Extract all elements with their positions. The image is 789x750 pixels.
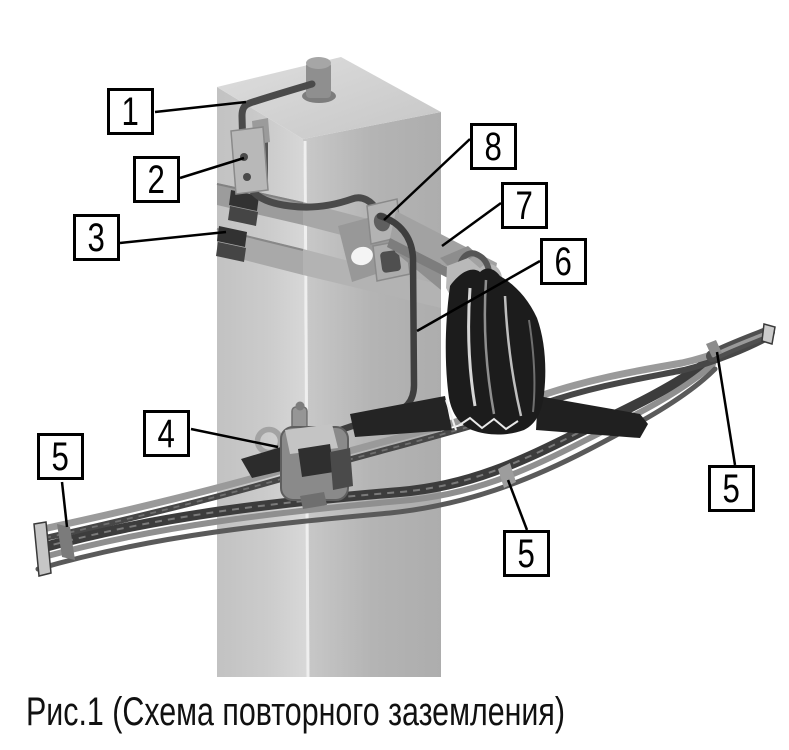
callout-1: 1 (107, 88, 154, 135)
clamp-side-block (330, 448, 353, 490)
leader-4 (190, 427, 279, 449)
leader-5-right (715, 351, 737, 466)
callout-6-label: 6 (554, 239, 573, 284)
clamp-bottom-nub (300, 492, 327, 509)
cable-strand (35, 366, 718, 572)
clamp-right-jaw (536, 396, 648, 438)
clamp-highlight (503, 295, 523, 417)
piercing-clamp (241, 401, 353, 509)
callout-4-label: 4 (157, 411, 176, 456)
callout-1-label: 1 (121, 89, 140, 134)
stud-cap (306, 57, 331, 69)
band-lower-right (303, 249, 441, 308)
clamp-left-jaw (350, 396, 452, 437)
callout-5-right: 5 (708, 465, 755, 512)
callout-2: 2 (133, 156, 180, 203)
callout-4: 4 (143, 410, 190, 457)
callout-3-label: 3 (87, 215, 106, 260)
buckle (229, 190, 259, 211)
cable-tie-left (57, 524, 75, 560)
callout-6: 6 (540, 238, 587, 285)
plate-bolt (243, 173, 251, 181)
callout-7: 7 (501, 182, 548, 229)
plate-body (230, 126, 269, 195)
callout-7-label: 7 (515, 183, 534, 228)
clamp-body (445, 268, 546, 435)
leader-2 (179, 156, 245, 180)
cable-twist-texture (40, 431, 581, 549)
figure-caption: Рис.1 (Схема повторного заземления) (26, 690, 565, 734)
bracket-hole (351, 246, 373, 266)
cable-cut-end-left (33, 521, 52, 577)
callout-5-left-label: 5 (51, 434, 70, 479)
leader-6 (416, 259, 541, 333)
clamp-gap-glint (445, 399, 457, 431)
cable-strand (37, 361, 716, 561)
wire-clamp-plate (230, 118, 270, 195)
cable-cut-end-right (761, 323, 776, 345)
leader-5-middle (506, 479, 529, 531)
callout-3: 3 (73, 214, 120, 261)
clamp-stub-tip (295, 401, 305, 411)
callout-8-label: 8 (484, 124, 503, 169)
callout-5-middle-label: 5 (517, 531, 536, 576)
clamp-bottom-glint (457, 416, 519, 431)
clamp-bolt-lower (380, 250, 401, 273)
leader-8 (383, 138, 471, 221)
buckle (228, 206, 258, 226)
callout-2-label: 2 (147, 157, 166, 202)
pole-top-stud (302, 57, 336, 103)
clamp-ribs (298, 444, 334, 477)
callout-5-middle: 5 (503, 530, 550, 577)
leader-lines (60, 100, 737, 531)
clamp-spike (241, 447, 286, 478)
leader-5-left (60, 481, 69, 528)
pole-right-face (303, 112, 441, 677)
clamp-highlight (528, 319, 536, 413)
leader-3 (119, 230, 227, 245)
anchor-clamp (350, 246, 648, 438)
clamp-highlight (483, 279, 496, 415)
callout-8: 8 (470, 123, 517, 170)
cable-tie-middle (498, 463, 516, 488)
leader-1 (154, 100, 247, 114)
buckle (216, 242, 246, 262)
leader-7 (441, 201, 502, 248)
stud-body (306, 62, 331, 98)
callout-5-left: 5 (37, 433, 84, 480)
callout-5-right-label: 5 (722, 466, 741, 511)
